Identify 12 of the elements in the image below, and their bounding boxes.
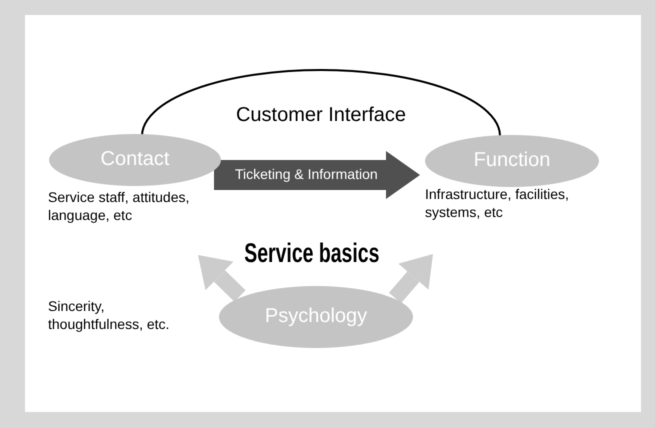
node-title: Function: [472, 149, 552, 172]
caption-text: Infrastructure, facilities, systems, etc: [425, 185, 570, 221]
caption-text: Sincerity, thoughtfulness, etc.: [48, 297, 170, 333]
node-title: Customer Interface: [234, 104, 408, 127]
node-title: Psychology: [264, 305, 368, 328]
node-title: Contact: [100, 148, 170, 171]
arrow: [214, 151, 420, 199]
heading-text: Service basics: [244, 238, 380, 269]
caption-text: Service staff, attitudes, language, etc: [48, 188, 190, 224]
arrow: [388, 254, 433, 304]
edge-label: Ticketing & Information: [235, 166, 378, 182]
arrow: [198, 255, 246, 302]
